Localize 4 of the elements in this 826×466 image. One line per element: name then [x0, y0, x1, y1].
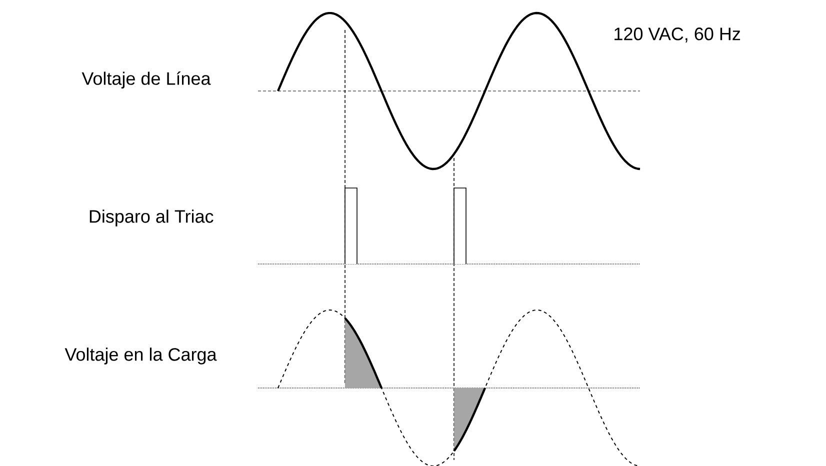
- row-label: Voltaje en la Carga: [64, 348, 217, 364]
- row-label: Voltaje de Línea: [82, 72, 211, 88]
- row-label: Disparo al Triac: [90, 210, 214, 226]
- supply-rating-label: 120 VAC, 60 Hz: [614, 28, 740, 42]
